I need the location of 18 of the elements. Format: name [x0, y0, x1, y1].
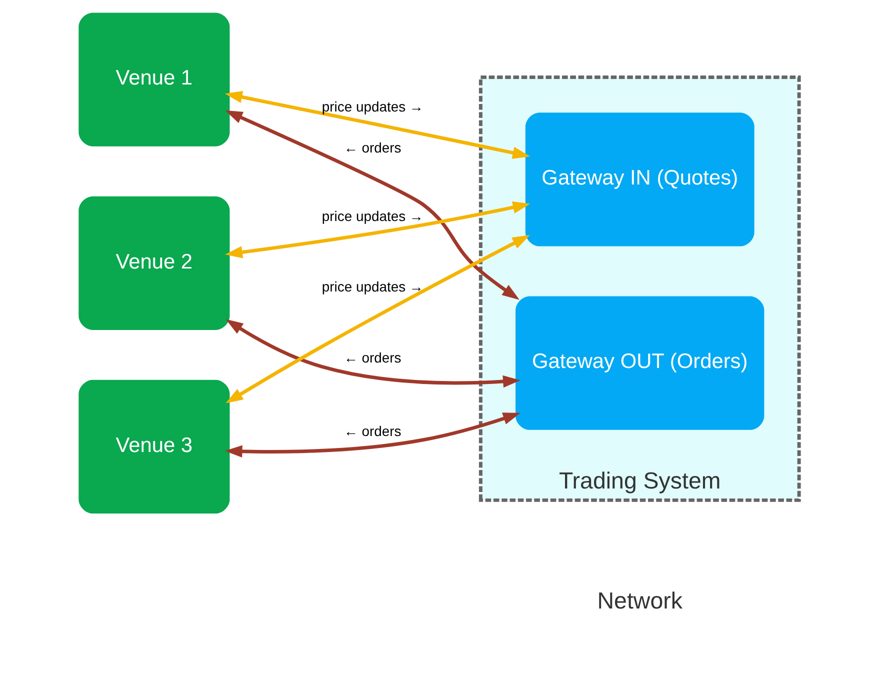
edge-label: price updates →	[321, 208, 423, 224]
node-box: Gateway OUT (Orders)	[515, 296, 764, 430]
node-box: Venue 1	[78, 12, 230, 146]
arrow	[225, 234, 530, 404]
edge-label: ← orders	[343, 139, 401, 156]
arrow	[224, 412, 520, 458]
arrow	[224, 91, 530, 159]
edge-label: price updates →	[321, 278, 423, 295]
node-box: Venue 2	[78, 196, 230, 330]
label: Network	[596, 587, 682, 614]
arrow	[225, 319, 520, 388]
edge-label: price updates →	[321, 98, 423, 115]
arrow	[224, 110, 520, 300]
node-box: Venue 3	[78, 380, 230, 514]
arrow	[224, 201, 530, 258]
node-box: Gateway IN (Quotes)	[524, 112, 754, 246]
edge-label: ← orders	[343, 422, 401, 439]
edge-label: ← orders	[343, 350, 401, 366]
